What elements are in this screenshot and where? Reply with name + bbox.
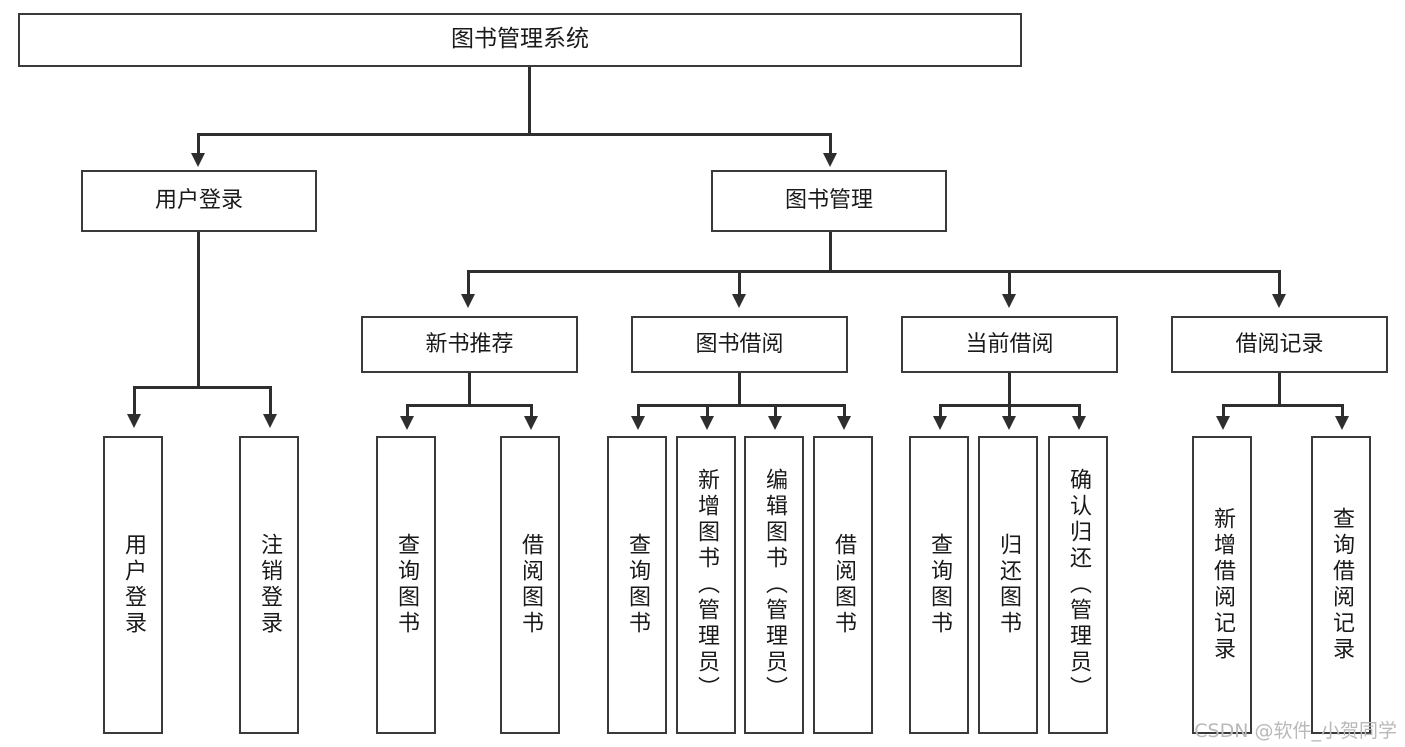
connector-drop-user-login — [197, 133, 200, 155]
leaf-user-login-0[interactable]: 用户登录 — [103, 436, 163, 734]
leaf-book-borrow-0[interactable]: 查询图书 — [607, 436, 667, 734]
node-label: 图书管理系统 — [451, 26, 589, 53]
leaf-current-borrow-1[interactable]: 归还图书 — [978, 436, 1038, 734]
node-label: 新书推荐 — [425, 331, 514, 357]
connector-drop-leaf-user-login-1 — [269, 386, 272, 416]
connector-drop-leaf-cb-1 — [1008, 404, 1011, 418]
node-label: 图书借阅 — [695, 331, 784, 357]
connector-root-stem — [528, 67, 531, 135]
connector-new-book-recommend-stem — [468, 373, 471, 406]
arrowhead-leaf-nbr-1 — [524, 416, 538, 430]
leaf-label: 用户登录 — [121, 533, 146, 637]
node-label: 图书管理 — [784, 188, 873, 214]
arrowhead-leaf-bb-3 — [837, 416, 851, 430]
leaf-label: 新增图书（管理员） — [694, 468, 719, 702]
node-book-borrow[interactable]: 图书借阅 — [631, 316, 848, 373]
leaf-borrow-record-1[interactable]: 查询借阅记录 — [1311, 436, 1371, 734]
leaf-label: 查询图书 — [625, 533, 650, 637]
connector-drop-leaf-nbr-0 — [406, 404, 409, 418]
arrowhead-leaf-user-login-0 — [127, 414, 141, 428]
arrowhead-leaf-br-0 — [1216, 416, 1230, 430]
connector-book-borrow-stem — [738, 373, 741, 406]
leaf-book-borrow-2[interactable]: 编辑图书（管理员） — [744, 436, 804, 734]
leaf-new-book-recommend-1[interactable]: 借阅图书 — [500, 436, 560, 734]
arrowhead-book-management — [823, 153, 837, 167]
connector-drop-leaf-nbr-1 — [530, 404, 533, 418]
leaf-book-borrow-3[interactable]: 借阅图书 — [813, 436, 873, 734]
connector-book-borrow-bus — [637, 404, 843, 407]
connector-drop-leaf-cb-2 — [1078, 404, 1081, 418]
arrowhead-leaf-br-1 — [1335, 416, 1349, 430]
connector-borrow-record-bus — [1222, 404, 1341, 407]
leaf-label: 查询图书 — [927, 533, 952, 637]
arrowhead-leaf-cb-1 — [1002, 416, 1016, 430]
connector-new-book-recommend-bus — [406, 404, 530, 407]
connector-borrow-record-stem — [1278, 373, 1281, 406]
arrowhead-user-login — [191, 153, 205, 167]
leaf-label: 确认归还（管理员） — [1066, 468, 1091, 702]
node-label: 用户登录 — [154, 188, 243, 214]
connector-drop-level3-3 — [1278, 270, 1281, 296]
connector-drop-leaf-bb-1 — [706, 404, 709, 418]
leaf-label: 查询图书 — [394, 533, 419, 637]
connector-drop-leaf-br-0 — [1222, 404, 1225, 418]
leaf-user-login-1[interactable]: 注销登录 — [239, 436, 299, 734]
connector-drop-leaf-user-login-0 — [133, 386, 136, 416]
arrowhead-level3-2 — [1002, 294, 1016, 308]
arrowhead-leaf-bb-1 — [700, 416, 714, 430]
node-book-management[interactable]: 图书管理 — [711, 170, 947, 232]
connector-drop-leaf-bb-0 — [637, 404, 640, 418]
connector-level3-bus — [467, 270, 1280, 273]
leaf-book-borrow-1[interactable]: 新增图书（管理员） — [676, 436, 736, 734]
connector-drop-leaf-br-1 — [1341, 404, 1344, 418]
connector-user-login-bus — [133, 386, 269, 389]
node-label: 当前借阅 — [965, 331, 1054, 357]
arrowhead-level3-0 — [461, 294, 475, 308]
arrowhead-level3-3 — [1272, 294, 1286, 308]
arrowhead-leaf-nbr-0 — [400, 416, 414, 430]
leaf-label: 编辑图书（管理员） — [762, 468, 787, 702]
node-label: 借阅记录 — [1235, 331, 1324, 357]
node-borrow-record[interactable]: 借阅记录 — [1171, 316, 1388, 373]
connector-level2-bus — [197, 133, 831, 136]
arrowhead-leaf-bb-0 — [631, 416, 645, 430]
leaf-current-borrow-0[interactable]: 查询图书 — [909, 436, 969, 734]
arrowhead-leaf-cb-0 — [933, 416, 947, 430]
arrowhead-level3-1 — [732, 294, 746, 308]
leaf-label: 借阅图书 — [518, 533, 543, 637]
arrowhead-leaf-cb-2 — [1072, 416, 1086, 430]
connector-current-borrow-stem — [1008, 373, 1011, 406]
leaf-label: 注销登录 — [257, 533, 282, 637]
node-book-management-system[interactable]: 图书管理系统 — [18, 13, 1022, 67]
leaf-label: 归还图书 — [996, 533, 1021, 637]
arrowhead-leaf-user-login-1 — [263, 414, 277, 428]
connector-drop-book-management — [829, 133, 832, 155]
node-current-borrow[interactable]: 当前借阅 — [901, 316, 1118, 373]
connector-drop-leaf-bb-3 — [843, 404, 846, 418]
connector-drop-leaf-cb-0 — [939, 404, 942, 418]
connector-user-login-stem — [197, 232, 200, 388]
connector-drop-level3-2 — [1008, 270, 1011, 296]
leaf-new-book-recommend-0[interactable]: 查询图书 — [376, 436, 436, 734]
leaf-label: 借阅图书 — [831, 533, 856, 637]
connector-drop-leaf-bb-2 — [774, 404, 777, 418]
leaf-current-borrow-2[interactable]: 确认归还（管理员） — [1048, 436, 1108, 734]
node-user-login[interactable]: 用户登录 — [81, 170, 317, 232]
leaf-borrow-record-0[interactable]: 新增借阅记录 — [1192, 436, 1252, 734]
arrowhead-leaf-bb-2 — [768, 416, 782, 430]
leaf-label: 查询借阅记录 — [1329, 507, 1354, 663]
connector-drop-level3-0 — [467, 270, 470, 296]
node-new-book-recommend[interactable]: 新书推荐 — [361, 316, 578, 373]
connector-book-management-stem — [829, 232, 832, 272]
connector-drop-level3-1 — [738, 270, 741, 296]
leaf-label: 新增借阅记录 — [1210, 507, 1235, 663]
